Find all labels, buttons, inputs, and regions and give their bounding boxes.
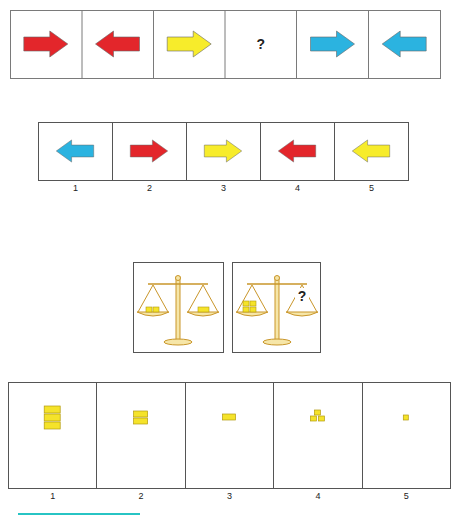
arrow-symbols — [24, 31, 426, 162]
answer-option: 2 — [112, 122, 187, 181]
balance-panel: ? — [232, 262, 321, 353]
answer-option: 1 — [38, 122, 113, 181]
answer-option: 4 — [273, 382, 362, 489]
answer-option: 5 — [334, 122, 409, 181]
option-number: 2 — [113, 183, 186, 193]
option-number: 4 — [274, 491, 361, 501]
accent-line — [18, 513, 140, 515]
question-mark: ? — [295, 288, 309, 304]
answer-option: 5 — [362, 382, 451, 489]
option-number: 1 — [39, 183, 112, 193]
sequence-strip — [11, 11, 441, 79]
option-number: 1 — [9, 491, 96, 501]
balance-scale — [236, 276, 318, 346]
answer-option: 4 — [260, 122, 335, 181]
answer-option: 3 — [185, 382, 274, 489]
balance-scale — [134, 263, 224, 353]
block-symbols — [44, 406, 408, 429]
answer-option: 3 — [186, 122, 261, 181]
option-number: 3 — [187, 183, 260, 193]
option-number: 3 — [186, 491, 273, 501]
option-number: 5 — [335, 183, 408, 193]
question-cell: ? — [225, 11, 297, 79]
option-number: 4 — [261, 183, 334, 193]
option-number: 2 — [97, 491, 184, 501]
option-number: 5 — [363, 491, 450, 501]
answer-option: 2 — [96, 382, 185, 489]
question-mark: ? — [256, 36, 265, 52]
answer-option: 1 — [8, 382, 97, 489]
